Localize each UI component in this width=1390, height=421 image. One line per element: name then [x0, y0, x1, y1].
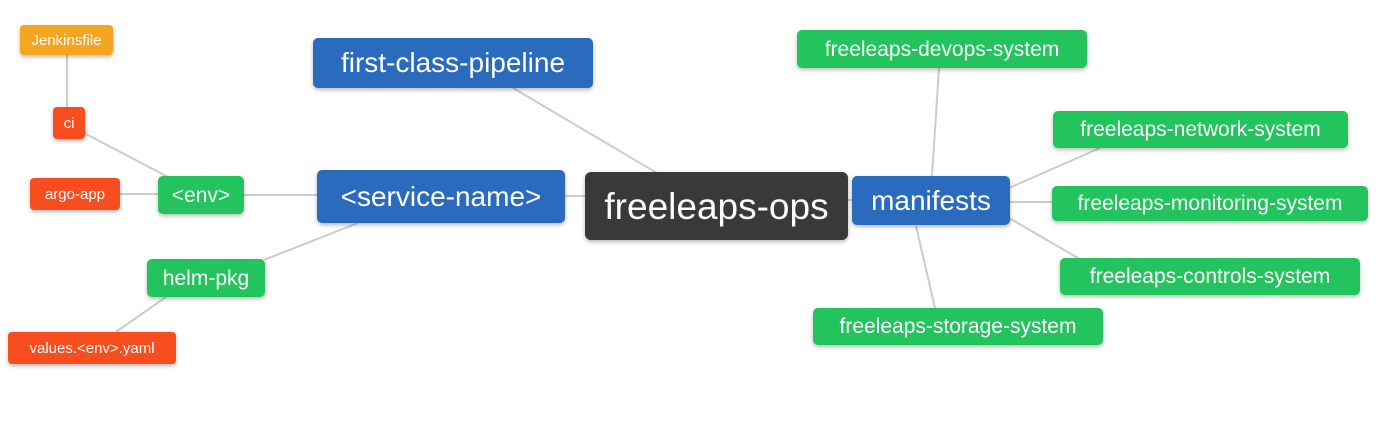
edge-manifests-to-freeleaps-storage-system [915, 225, 936, 309]
node-freeleaps-controls-system[interactable]: freeleaps-controls-system [1060, 258, 1360, 295]
node-freeleaps-storage-system[interactable]: freeleaps-storage-system [813, 308, 1103, 345]
edge-manifests-to-freeleaps-network-system [1008, 147, 1101, 189]
node-env[interactable]: <env> [158, 176, 244, 214]
node-helm-pkg[interactable]: helm-pkg [147, 259, 265, 297]
node-jenkinsfile[interactable]: Jenkinsfile [20, 25, 113, 55]
node-values-env-yaml[interactable]: values.<env>.yaml [8, 332, 176, 364]
node-freeleaps-devops-system[interactable]: freeleaps-devops-system [797, 30, 1087, 68]
edge-ci-to-env [83, 132, 169, 178]
edge-manifests-to-freeleaps-controls-system [1008, 217, 1079, 259]
node-freeleaps-network-system[interactable]: freeleaps-network-system [1053, 111, 1348, 148]
edge-helm-pkg-to-service-name [263, 222, 359, 261]
node-freeleaps-ops[interactable]: freeleaps-ops [585, 172, 848, 240]
node-service-name[interactable]: <service-name> [317, 170, 565, 223]
node-manifests[interactable]: manifests [852, 176, 1010, 225]
edge-manifests-to-freeleaps-devops-system [931, 67, 940, 177]
node-ci[interactable]: ci [53, 107, 85, 139]
edge-first-class-pipeline-to-freeleaps-ops [512, 87, 658, 174]
node-freeleaps-monitoring-system[interactable]: freeleaps-monitoring-system [1052, 186, 1368, 221]
node-first-class-pipeline[interactable]: first-class-pipeline [313, 38, 593, 88]
node-argo-app[interactable]: argo-app [30, 178, 120, 210]
edge-values-env-yaml-to-helm-pkg [115, 296, 167, 333]
